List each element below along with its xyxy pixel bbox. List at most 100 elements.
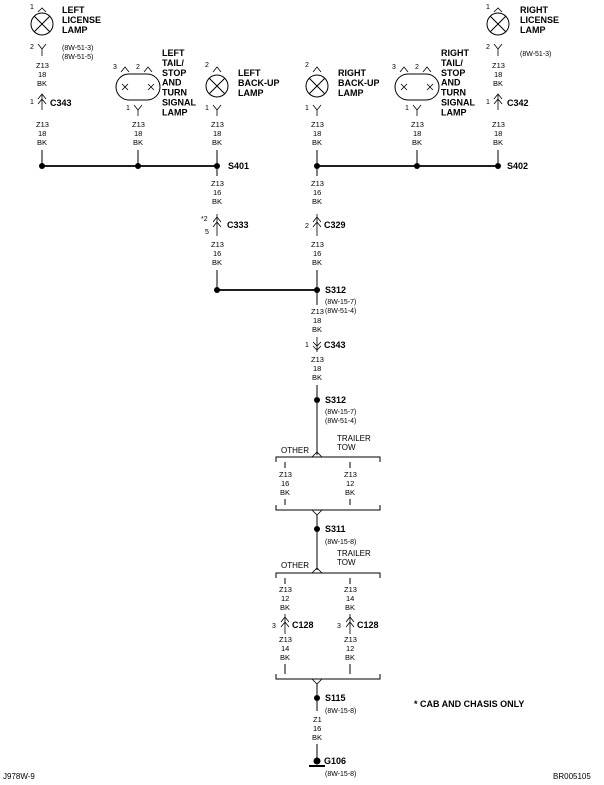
svg-text:BK: BK <box>345 488 355 497</box>
splice-dot <box>314 397 320 403</box>
svg-text:Z13: Z13 <box>279 470 292 479</box>
lamp-bulb-icon <box>486 12 510 36</box>
connector-c128-left: C128 <box>292 620 314 630</box>
svg-text:12: 12 <box>346 644 354 653</box>
splice-dot <box>214 163 220 169</box>
svg-text:BK: BK <box>280 488 290 497</box>
svg-text:18: 18 <box>494 129 502 138</box>
svg-text:Z1: Z1 <box>313 715 322 724</box>
svg-text:Z13: Z13 <box>344 635 357 644</box>
svg-text:(8W-15-7): (8W-15-7) <box>325 409 356 416</box>
svg-text:18: 18 <box>494 70 502 79</box>
svg-text:(8W-15-7): (8W-15-7) <box>325 299 356 306</box>
svg-text:14: 14 <box>346 594 354 603</box>
svg-text:Z13: Z13 <box>311 307 324 316</box>
svg-text:1: 1 <box>486 4 490 11</box>
svg-text:18: 18 <box>134 129 142 138</box>
svg-text:*2: *2 <box>201 216 208 223</box>
pin-label: 2 <box>30 44 34 51</box>
svg-text:Z13: Z13 <box>279 635 292 644</box>
svg-text:Z13: Z13 <box>344 470 357 479</box>
svg-text:16: 16 <box>213 188 221 197</box>
svg-text:S312: S312 <box>325 285 346 295</box>
svg-text:BK: BK <box>37 138 47 147</box>
svg-text:18: 18 <box>313 129 321 138</box>
svg-text:1: 1 <box>486 99 490 106</box>
svg-text:BK: BK <box>312 373 322 382</box>
svg-text:Z13: Z13 <box>311 179 324 188</box>
svg-text:Z13: Z13 <box>36 120 49 129</box>
splice-s311: S311 (8W-15-8) <box>325 524 356 546</box>
svg-text:1: 1 <box>305 342 309 349</box>
svg-text:Z13: Z13 <box>492 61 505 70</box>
svg-text:18: 18 <box>313 316 321 325</box>
ground-symbol-icon <box>313 757 321 765</box>
svg-text:BK: BK <box>312 138 322 147</box>
svg-text:C329: C329 <box>324 220 346 230</box>
splice-s402-label: S402 <box>507 161 528 171</box>
svg-text:(8W-15-8): (8W-15-8) <box>325 708 356 715</box>
option-other-label: OTHER <box>281 561 309 570</box>
svg-text:Z13: Z13 <box>211 120 224 129</box>
svg-text:Z13: Z13 <box>36 61 49 70</box>
svg-text:Z13: Z13 <box>411 120 424 129</box>
svg-text:18: 18 <box>38 129 46 138</box>
svg-text:Z13: Z13 <box>279 585 292 594</box>
svg-text:BK: BK <box>312 258 322 267</box>
wire-s402-down: Z13 16 BK <box>311 169 324 206</box>
wire-c333-down: Z13 16 BK <box>211 240 224 289</box>
splice-dot <box>495 163 501 169</box>
wire-s115-down: Z1 16 BK <box>312 701 322 758</box>
svg-text:12: 12 <box>346 479 354 488</box>
svg-text:BK: BK <box>280 603 290 612</box>
ref-label: (8W-51-3) <box>520 51 551 58</box>
connector-c342: 1 C342 <box>486 93 529 110</box>
svg-text:1: 1 <box>405 105 409 112</box>
connector-fork-icon <box>37 43 47 56</box>
svg-text:C343: C343 <box>50 98 72 108</box>
ground-g106: G106 (8W-15-8) <box>309 756 356 778</box>
connector-c343-left: 1 C343 <box>30 93 72 110</box>
svg-text:BK: BK <box>312 325 322 334</box>
lamp-bulb-icon <box>205 74 229 98</box>
splice-s401-label: S401 <box>228 161 249 171</box>
svg-text:16: 16 <box>213 249 221 258</box>
svg-text:Z13: Z13 <box>344 585 357 594</box>
svg-text:(8W-51-4): (8W-51-4) <box>325 418 356 425</box>
svg-text:16: 16 <box>313 249 321 258</box>
svg-text:BK: BK <box>312 197 322 206</box>
lamp-bulb-icon <box>30 12 54 36</box>
svg-text:C342: C342 <box>507 98 529 108</box>
svg-text:Z13: Z13 <box>311 120 324 129</box>
svg-text:(8W-15-8): (8W-15-8) <box>325 539 356 546</box>
svg-text:18: 18 <box>38 70 46 79</box>
svg-text:BK: BK <box>312 733 322 742</box>
splice-s312-lower: S312 (8W-15-7) (8W-51-4) <box>325 395 356 425</box>
svg-text:Z13: Z13 <box>211 240 224 249</box>
svg-text:2: 2 <box>205 62 209 69</box>
connector-c343-center: 1 C343 <box>305 337 346 352</box>
figure-code-right: BR005105 <box>553 772 591 781</box>
svg-text:BK: BK <box>280 653 290 662</box>
svg-text:G106: G106 <box>324 756 346 766</box>
splice-dot <box>314 287 320 293</box>
svg-text:BK: BK <box>345 653 355 662</box>
connector-c128-right: C128 <box>357 620 379 630</box>
svg-text:(8W-51-4): (8W-51-4) <box>325 308 356 315</box>
svg-text:BK: BK <box>493 138 503 147</box>
svg-text:18: 18 <box>213 129 221 138</box>
footnote: * CAB AND CHASIS ONLY <box>414 699 524 709</box>
svg-text:1: 1 <box>305 105 309 112</box>
svg-text:BK: BK <box>212 197 222 206</box>
